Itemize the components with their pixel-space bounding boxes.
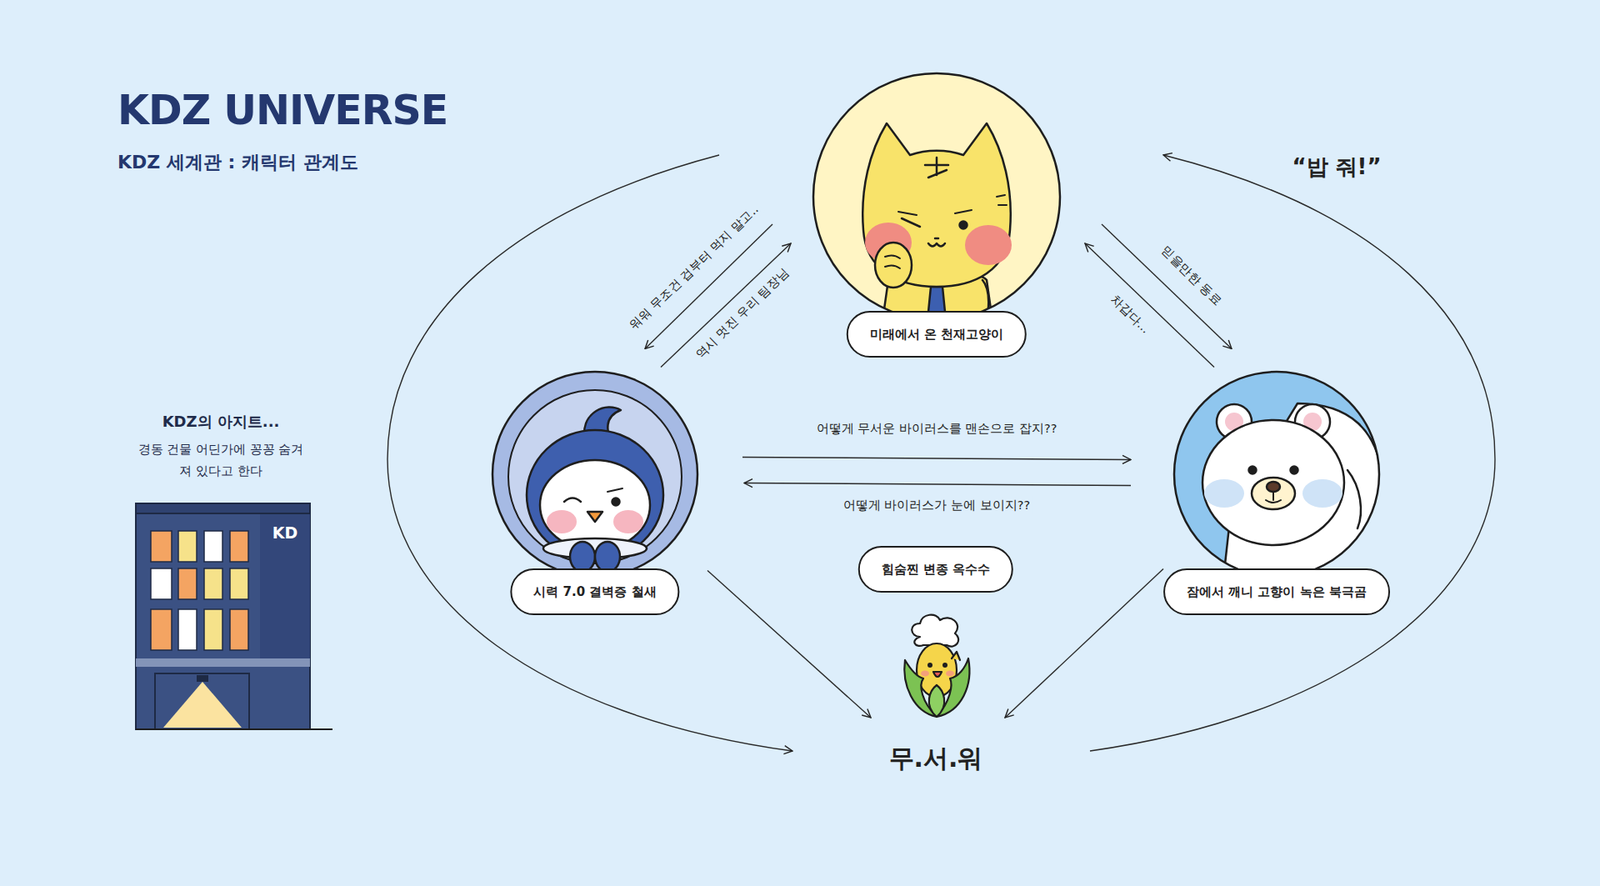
page-title: KDZ UNIVERSE bbox=[117, 86, 448, 135]
node-text: 무.서.워 bbox=[889, 741, 984, 776]
node-text: 경동 건물 어딘가에 꽁꽁 숨겨져 있다고 한다 bbox=[137, 438, 305, 482]
penguin-figure bbox=[492, 371, 698, 577]
relation-arrow bbox=[1101, 224, 1232, 350]
name-pill: 힘숨찐 변종 옥수수 bbox=[858, 545, 1014, 593]
character-node: 시력 7.0 결벽증 철새 bbox=[490, 370, 700, 619]
edge-label: 차갑다... bbox=[1104, 288, 1157, 340]
edge-label: 역시 멋진 우리 팀장님 bbox=[689, 261, 795, 365]
relation-arrow bbox=[707, 570, 871, 719]
edge-label: 믿을만한 동료 bbox=[1155, 240, 1229, 312]
node-text: KDZ의 아지트... bbox=[162, 411, 280, 432]
relation-arrow bbox=[660, 243, 791, 368]
character-node: 잠에서 깨니 고향이 녹은 북극곰 bbox=[1151, 370, 1402, 619]
relation-arrow bbox=[744, 483, 1131, 486]
name-pill: 잠에서 깨니 고향이 녹은 북극곰 bbox=[1163, 568, 1390, 615]
character-node: 힘숨찐 변종 옥수수무.서.워 bbox=[855, 541, 1017, 780]
bear-figure bbox=[1174, 371, 1383, 587]
name-pill: 시력 7.0 결벽증 철새 bbox=[510, 568, 680, 615]
relation-arrow bbox=[1085, 243, 1215, 368]
relation-arrow bbox=[1090, 155, 1495, 751]
name-pill: 미래에서 온 천재고양이 bbox=[846, 310, 1027, 358]
character-node: KDZ의 아지트... 경동 건물 어딘가에 꽁꽁 숨겨져 있다고 한다 KD bbox=[125, 406, 317, 732]
relation-arrow bbox=[387, 155, 793, 751]
character-node: 미래에서 온 천재고양이 bbox=[811, 71, 1062, 361]
corn-figure bbox=[904, 615, 970, 717]
subtitle: KDZ 세계관 : 캐릭터 관계도 bbox=[117, 150, 359, 175]
building-figure bbox=[135, 503, 333, 730]
edge-label: 어떻게 바이러스가 눈에 보이지?? bbox=[840, 496, 1034, 515]
relation-arrow bbox=[742, 457, 1131, 460]
node-text: KD bbox=[272, 523, 299, 542]
relation-arrow bbox=[1005, 569, 1164, 719]
edge-label: “밥 줘!” bbox=[1288, 151, 1385, 183]
edge-label: 어떻게 무서운 바이러스를 맨손으로 잡지?? bbox=[813, 420, 1061, 438]
cat-figure bbox=[813, 73, 1060, 339]
